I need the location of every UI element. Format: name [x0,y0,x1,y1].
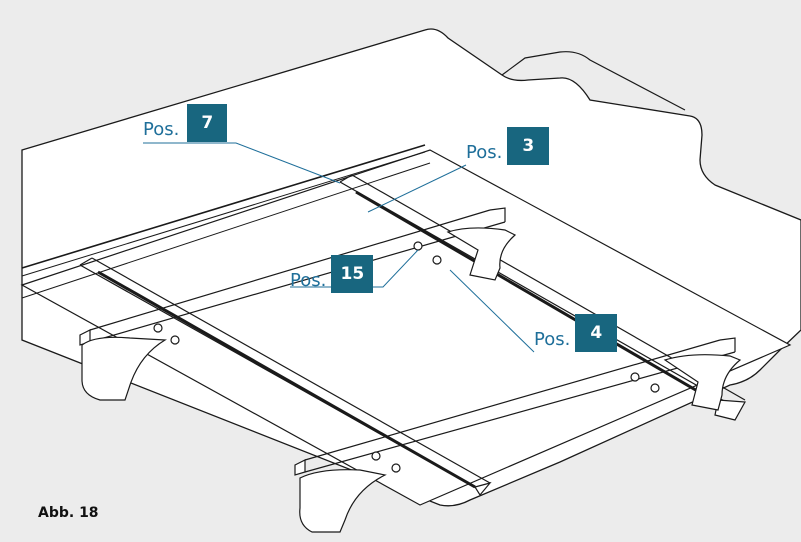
callout-label: Pos. [290,270,327,291]
feet [81,227,742,533]
callout-number-badge: 3 [507,127,550,165]
figure-caption: Abb. 18 [38,505,99,521]
rail-left [79,257,492,497]
callout-label: Pos. [534,329,571,350]
callout-label: Pos. [466,142,503,163]
callout-pos-4: Pos. 4 [534,314,618,352]
callout-number-badge: 4 [575,314,618,352]
back-step [501,51,686,111]
inner-panel-edge-3 [21,151,426,277]
inner-panel [20,149,792,506]
inner-panel-edge-2 [21,144,426,269]
bolts [153,241,660,473]
leader-lines [143,142,535,353]
callout-label: Pos. [143,119,180,140]
callout-pos-15: Pos. 15 [290,255,374,293]
callout-pos-3: Pos. 3 [466,127,550,165]
callout-number-badge: 15 [331,255,374,293]
inner-panel-edge [21,162,431,299]
callout-number-badge: 7 [187,104,228,142]
callout-pos-7: Pos. 7 [143,104,228,142]
